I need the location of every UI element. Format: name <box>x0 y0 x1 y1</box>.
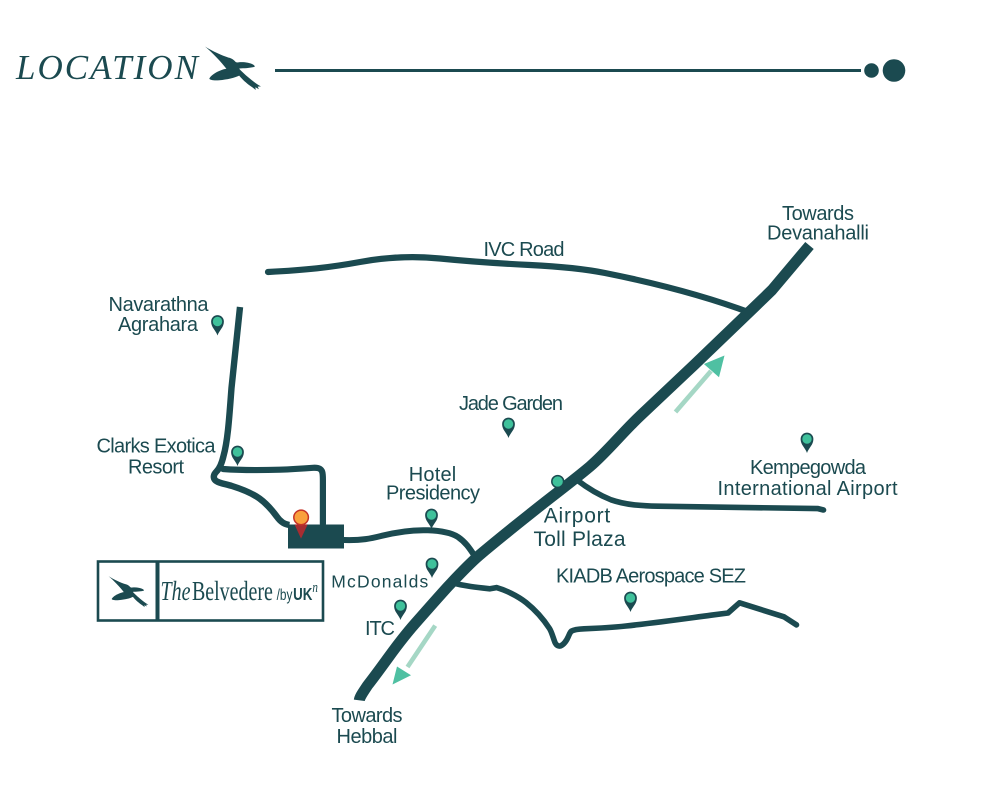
svg-text:Resort: Resort <box>128 457 184 479</box>
svg-text:Kempegowda: Kempegowda <box>750 457 867 479</box>
svg-text:Towards: Towards <box>332 705 403 727</box>
svg-text:Clarks Exotica: Clarks Exotica <box>97 436 217 458</box>
svg-text:IVC Road: IVC Road <box>484 239 565 261</box>
svg-text:Jade Garden: Jade Garden <box>459 393 563 415</box>
svg-text:Hotel: Hotel <box>409 464 457 486</box>
svg-text:ITC: ITC <box>365 618 395 640</box>
svg-text:TheBelvedere/byUKn: TheBelvedere/byUKn <box>161 577 319 607</box>
svg-text:Airport: Airport <box>544 505 611 528</box>
svg-text:International Airport: International Airport <box>718 478 898 500</box>
svg-text:Devanahalli: Devanahalli <box>767 223 869 245</box>
svg-text:Toll Plaza: Toll Plaza <box>534 528 626 551</box>
svg-text:Navarathna: Navarathna <box>109 294 210 316</box>
svg-text:Hebbal: Hebbal <box>337 726 398 748</box>
svg-text:McDonalds: McDonalds <box>331 571 428 591</box>
svg-text:Presidency: Presidency <box>386 483 480 505</box>
svg-text:LOCATION: LOCATION <box>15 48 200 87</box>
svg-text:Towards: Towards <box>782 203 854 225</box>
svg-text:Agrahara: Agrahara <box>118 314 199 336</box>
svg-text:KIADB Aerospace SEZ: KIADB Aerospace SEZ <box>556 566 746 588</box>
